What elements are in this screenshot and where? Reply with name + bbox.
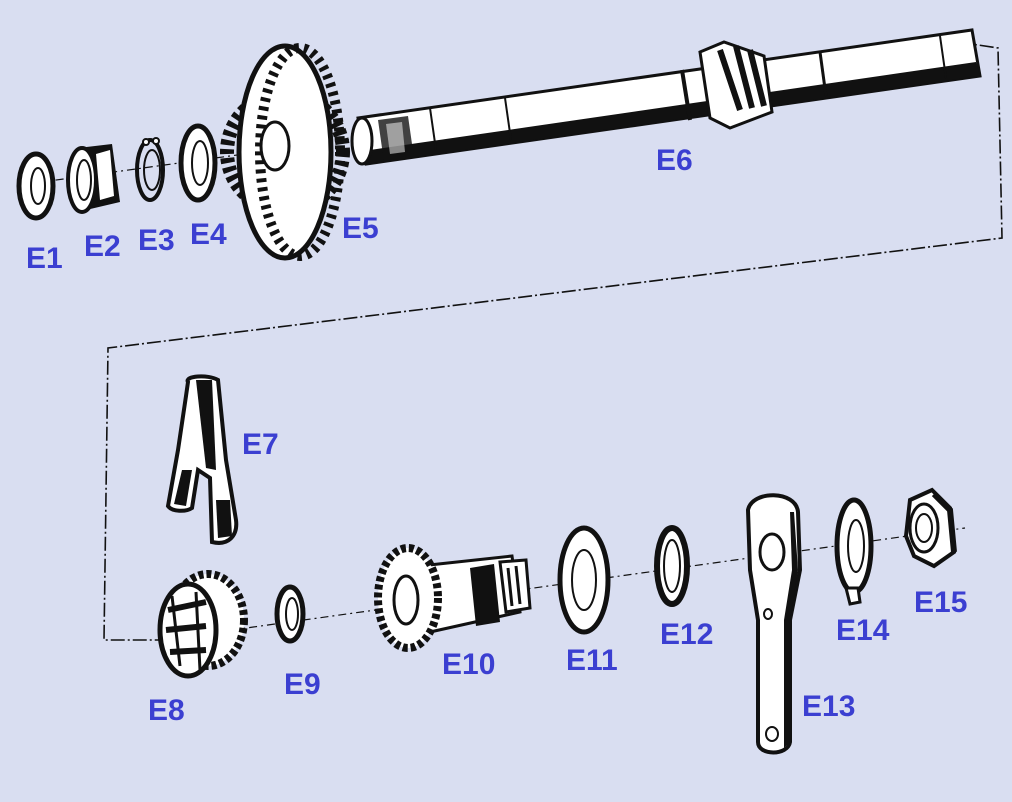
label-e12: E12	[660, 618, 714, 651]
label-e14: E14	[836, 614, 890, 647]
part-e9-ring	[274, 584, 306, 644]
part-e2-bushing	[66, 144, 120, 214]
part-e5-gear	[220, 43, 350, 261]
part-e15-nut	[903, 487, 957, 569]
part-e6-shaft	[350, 28, 982, 166]
part-e14-tab-washer	[834, 497, 874, 606]
label-e3: E3	[138, 224, 175, 257]
label-e6: E6	[656, 144, 693, 177]
label-e1: E1	[26, 242, 63, 275]
part-e13-arm	[745, 493, 803, 755]
part-e7-lever	[165, 374, 239, 545]
label-e15: E15	[914, 586, 968, 619]
part-e12-ring	[654, 525, 690, 607]
part-e4-washer	[178, 123, 218, 203]
label-e9: E9	[284, 668, 321, 701]
label-e4: E4	[190, 218, 227, 251]
bracket-connector	[103, 41, 1003, 641]
label-e5: E5	[342, 212, 379, 245]
part-e10-shaft-gear	[374, 544, 532, 652]
label-e2: E2	[84, 230, 121, 263]
label-e11: E11	[566, 644, 618, 677]
part-e3-circlip	[135, 137, 165, 202]
part-e8-ratchet	[157, 570, 248, 679]
part-e1-washer	[16, 151, 56, 221]
label-e8: E8	[148, 694, 185, 727]
label-e13: E13	[802, 690, 856, 723]
label-e7: E7	[242, 428, 279, 461]
label-e10: E10	[442, 648, 496, 681]
part-e11-washer	[557, 525, 611, 635]
